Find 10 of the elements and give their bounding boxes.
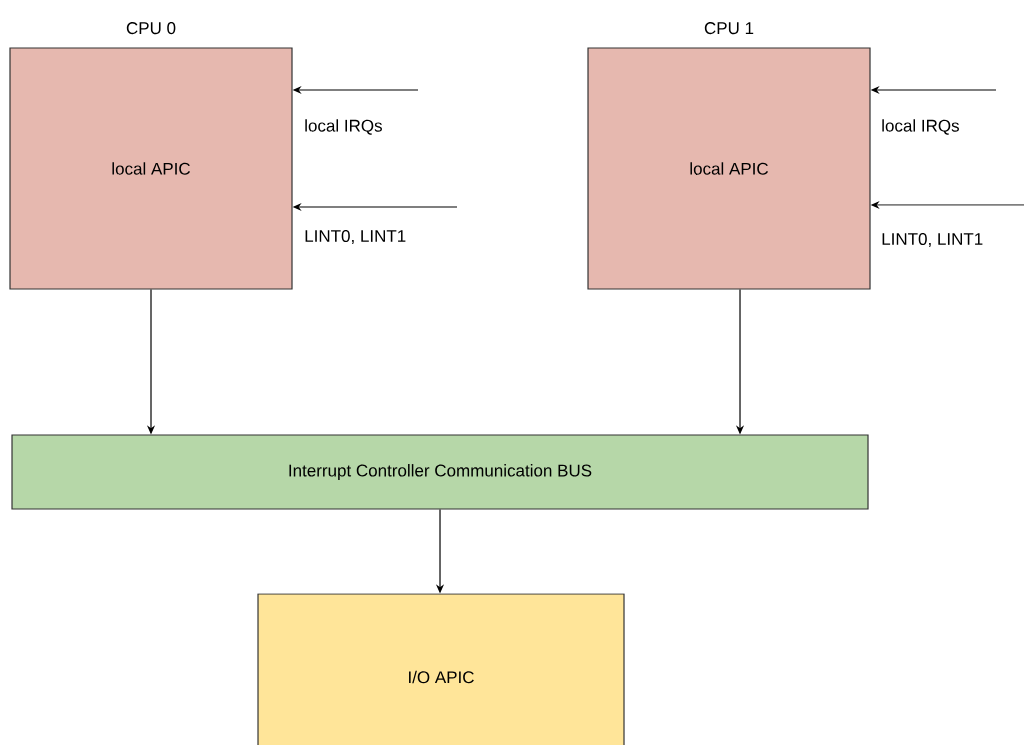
edge-label: local IRQs <box>882 119 959 135</box>
apic-box: local APIC <box>9 47 293 290</box>
cpu-heading: CPU 1 <box>704 22 754 35</box>
edge-label: local IRQs <box>305 119 382 135</box>
edge-label: LINT0, LINT1 <box>305 230 406 245</box>
edge-label: LINT0, LINT1 <box>882 233 983 248</box>
bus-box: Interrupt Controller Communication BUS <box>11 434 869 510</box>
cpu-heading: CPU 0 <box>126 22 176 35</box>
apic-box: I/O APIC <box>257 593 625 745</box>
apic-box: local APIC <box>587 47 871 290</box>
